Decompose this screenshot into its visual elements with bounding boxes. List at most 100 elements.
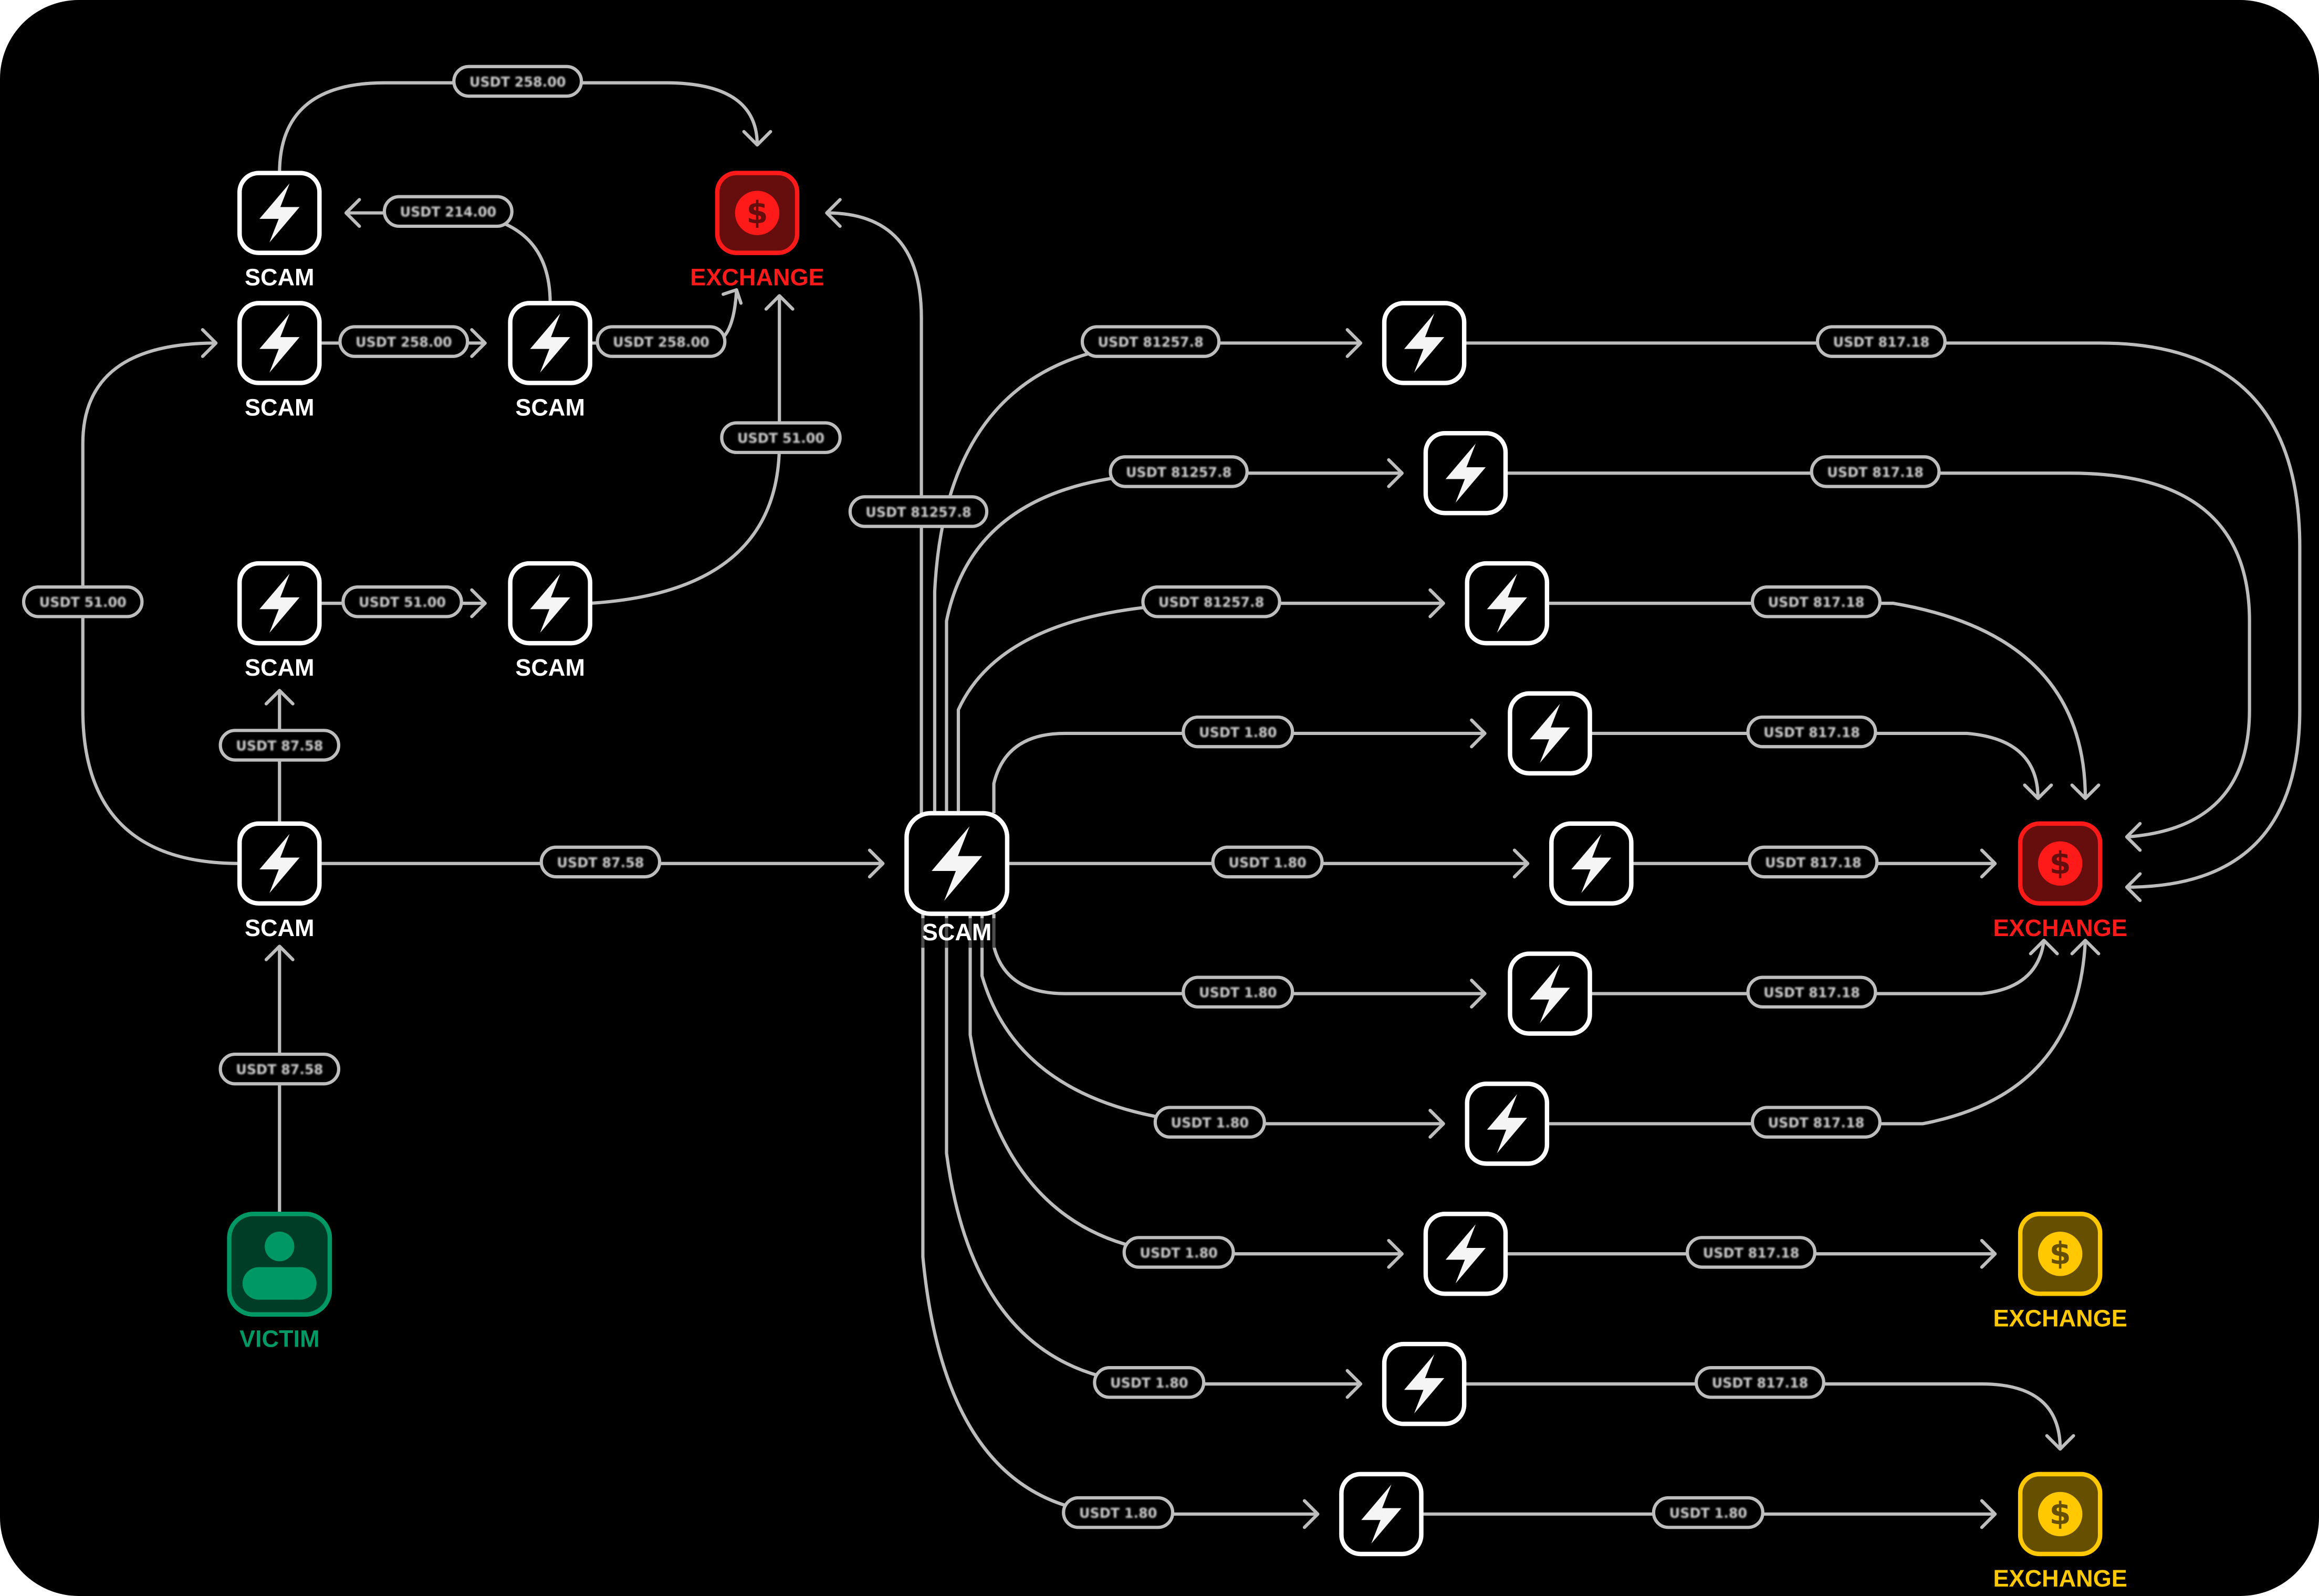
- node-s3[interactable]: SCAM: [237, 561, 322, 681]
- node-hub[interactable]: SCAM: [904, 811, 1010, 948]
- lightning-icon: [259, 834, 300, 894]
- node-r10[interactable]: [1339, 1472, 1424, 1557]
- lightning-icon: [259, 183, 300, 243]
- amount-pill: USDT 817.18: [1750, 585, 1882, 618]
- amount-label: USDT 1.80: [1199, 724, 1277, 740]
- node-label: EXCHANGE: [1993, 1305, 2127, 1331]
- amount-label: USDT 1.80: [1669, 1505, 1747, 1521]
- edge-r2-ex2: [1506, 471, 2251, 852]
- arrowhead-icon: [470, 588, 487, 618]
- node-ex2[interactable]: $ EXCHANGE: [1993, 821, 2127, 941]
- edge-hub-r7: [980, 914, 1445, 1139]
- node-r9[interactable]: [1382, 1341, 1467, 1426]
- arrowhead-icon: [470, 328, 487, 358]
- node-s6[interactable]: SCAM: [508, 561, 592, 681]
- node-r8[interactable]: [1423, 1212, 1508, 1296]
- edge-line: [1464, 341, 2302, 889]
- node-s2[interactable]: SCAM: [237, 301, 322, 421]
- amount-label: USDT 1.80: [1228, 855, 1306, 870]
- lightning-icon: [1571, 834, 1612, 894]
- edge-r7-ex2: [1547, 939, 2101, 1126]
- node-ex3[interactable]: $ EXCHANGE: [1993, 1212, 2127, 1331]
- node-label: EXCHANGE: [1993, 915, 2127, 941]
- edge-hub-r8: [968, 914, 1404, 1269]
- edge-line: [1547, 940, 2087, 1126]
- amount-pill: USDT 1.80: [1062, 1496, 1175, 1529]
- svg-text:$: $: [2050, 1235, 2071, 1272]
- node-s4[interactable]: SCAM: [508, 301, 592, 421]
- arrowhead-icon: [1980, 848, 1997, 879]
- amount-pill: USDT 817.18: [1810, 455, 1941, 488]
- amount-pill: USDT 1.80: [1182, 975, 1294, 1009]
- amount-label: USDT 817.18: [1763, 985, 1860, 1001]
- amount-label: USDT 81257.8: [1098, 334, 1203, 350]
- arrowhead-icon: [868, 848, 885, 879]
- node-label: SCAM: [245, 915, 315, 941]
- amount-label: USDT 81257.8: [1126, 464, 1231, 480]
- dollar-icon: $: [2038, 841, 2083, 886]
- dollar-icon: $: [735, 191, 780, 235]
- node-victim[interactable]: VICTIM: [227, 1212, 332, 1352]
- amount-pill: USDT 81257.8: [1109, 455, 1249, 488]
- arrowhead-icon: [764, 294, 795, 311]
- node-s5[interactable]: SCAM: [237, 821, 322, 941]
- node-r6[interactable]: [1508, 951, 1592, 1036]
- amount-label: USDT 51.00: [39, 594, 127, 610]
- amount-label: USDT 81257.8: [1158, 594, 1264, 610]
- amount-pill: USDT 817.18: [1750, 1106, 1882, 1139]
- amount-label: USDT 51.00: [359, 594, 446, 610]
- amount-pill: USDT 817.18: [1694, 1366, 1825, 1399]
- node-ex1[interactable]: $EXCHANGE: [690, 171, 824, 291]
- amount-label: USDT 87.58: [236, 738, 323, 753]
- node-ex4[interactable]: $EXCHANGE: [1993, 1472, 2127, 1592]
- arrowhead-icon: [1387, 1238, 1404, 1269]
- arrowhead-icon: [825, 198, 842, 228]
- arrowhead-icon: [264, 944, 295, 961]
- amount-label: USDT 817.18: [1833, 334, 1930, 350]
- node-label: VICTIM: [239, 1326, 320, 1352]
- arrowhead-icon: [2125, 872, 2142, 902]
- dollar-icon: $: [2038, 1232, 2083, 1276]
- arrowhead-icon: [1470, 979, 1487, 1009]
- amount-label: USDT 1.80: [1140, 1245, 1217, 1261]
- arrowhead-icon: [1387, 458, 1404, 488]
- edge-line: [81, 341, 240, 865]
- edge-r9-ex4: [1464, 1382, 2075, 1451]
- node-r1[interactable]: [1382, 301, 1467, 385]
- node-r3[interactable]: [1465, 561, 1550, 646]
- edge-line: [1547, 601, 2087, 799]
- node-r4[interactable]: [1508, 691, 1592, 776]
- lightning-icon: [259, 313, 300, 373]
- edge-s5-s2: [81, 328, 240, 865]
- node-r2[interactable]: [1423, 430, 1508, 516]
- lightning-icon: [1404, 313, 1445, 373]
- amount-label: USDT 1.80: [1171, 1115, 1249, 1130]
- amount-pill: USDT 87.58: [539, 845, 662, 879]
- dollar-icon: $: [2038, 1492, 2083, 1537]
- amount-label: USDT 87.58: [236, 1062, 323, 1077]
- edge-hub-ex1: [825, 198, 923, 814]
- arrowhead-icon: [2029, 939, 2059, 956]
- edge-hub-r1: [933, 328, 1363, 814]
- node-r5[interactable]: [1549, 821, 1634, 906]
- lightning-icon: [1487, 573, 1528, 633]
- amount-pill: USDT 1.80: [1122, 1236, 1235, 1269]
- amount-pill: USDT 1.80: [1182, 715, 1294, 749]
- edge-line: [980, 914, 1444, 1126]
- amount-pill: USDT 1.80: [1211, 845, 1324, 879]
- amount-label: USDT 817.18: [1763, 724, 1860, 740]
- lightning-icon: [1445, 443, 1486, 503]
- edge-s6-ex1: [590, 294, 795, 605]
- edge-line: [590, 296, 781, 605]
- lightning-icon: [932, 826, 983, 901]
- node-r7[interactable]: [1465, 1082, 1550, 1166]
- amount-pill: USDT 817.18: [1686, 1236, 1817, 1269]
- edge-r1-ex2: [1464, 341, 2302, 902]
- svg-text:$: $: [746, 194, 768, 230]
- amount-label: USDT 817.18: [1768, 594, 1865, 610]
- node-s1[interactable]: SCAM: [237, 171, 322, 291]
- amount-pill: USDT 81257.8: [1080, 325, 1221, 358]
- person-icon: [242, 1232, 317, 1300]
- amount-pill: USDT 817.18: [1746, 975, 1877, 1009]
